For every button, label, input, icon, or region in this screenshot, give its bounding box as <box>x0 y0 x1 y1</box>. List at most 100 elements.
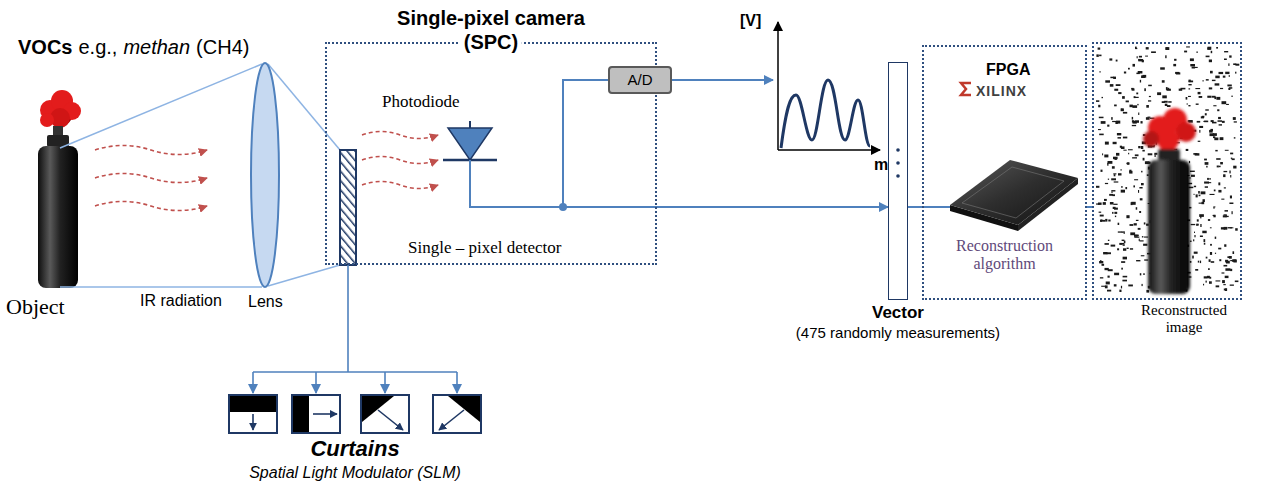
noise-pattern <box>1134 97 1138 98</box>
noise-pattern <box>1133 64 1136 67</box>
noise-pattern <box>1213 207 1214 208</box>
noise-pattern <box>1223 284 1226 285</box>
noise-pattern <box>1106 282 1110 285</box>
noise-pattern <box>1202 202 1205 204</box>
noise-pattern <box>1157 92 1161 95</box>
noise-pattern <box>1098 129 1101 130</box>
vector-title: Vector <box>872 303 924 323</box>
noise-pattern <box>1222 121 1225 123</box>
noise-pattern <box>1118 137 1122 139</box>
converter-box: A/D <box>608 66 672 94</box>
noise-pattern <box>1189 81 1194 83</box>
noise-pattern <box>1146 47 1149 49</box>
brand-logo <box>961 83 971 95</box>
noise-pattern <box>1148 85 1152 87</box>
noise-pattern <box>1230 153 1233 155</box>
noise-pattern <box>1125 187 1127 189</box>
noise-pattern <box>1115 121 1117 124</box>
noise-pattern <box>1136 207 1138 210</box>
noise-pattern <box>1149 96 1151 97</box>
noise-pattern <box>1098 48 1101 50</box>
noise-pattern <box>1099 212 1102 213</box>
noise-pattern <box>1228 88 1230 90</box>
gas-species: methan <box>123 36 190 59</box>
noise-pattern <box>1215 83 1220 85</box>
noise-pattern <box>1142 284 1143 286</box>
noise-pattern <box>1191 224 1196 225</box>
noise-pattern <box>1203 284 1204 286</box>
noise-pattern <box>1140 198 1143 200</box>
noise-pattern <box>1143 244 1147 246</box>
noise-pattern <box>1120 146 1122 148</box>
ir-radiation-arrow <box>362 157 438 164</box>
noise-pattern <box>1137 104 1138 105</box>
noise-pattern <box>1188 96 1191 97</box>
noise-pattern <box>1220 162 1223 164</box>
noise-pattern <box>1128 149 1133 150</box>
noise-pattern <box>1113 204 1117 205</box>
noise-pattern <box>1225 210 1229 212</box>
noise-pattern <box>1162 101 1165 103</box>
noise-pattern <box>1210 227 1212 228</box>
reconstructed-bottle <box>1143 131 1159 147</box>
noise-pattern <box>1115 216 1116 218</box>
noise-pattern <box>1138 113 1139 116</box>
noise-pattern <box>1123 244 1125 245</box>
noise-pattern <box>1225 288 1227 291</box>
noise-pattern <box>1174 59 1176 61</box>
image-box: Reconstructed image <box>1092 42 1242 300</box>
brand-name: XILINX <box>976 83 1027 99</box>
noise-pattern <box>1098 203 1102 205</box>
noise-pattern <box>1232 158 1235 160</box>
noise-pattern <box>1141 171 1142 173</box>
noise-pattern <box>1224 51 1228 52</box>
noise-pattern <box>1199 214 1204 217</box>
noise-pattern <box>1228 63 1229 66</box>
noise-pattern <box>1118 92 1121 94</box>
noise-pattern <box>1187 103 1188 104</box>
signal-wire <box>672 79 773 81</box>
noise-pattern <box>1146 290 1149 293</box>
light-ray <box>60 64 340 287</box>
noise-pattern <box>1192 256 1194 259</box>
noise-pattern <box>1114 284 1117 286</box>
noise-pattern <box>1131 202 1135 205</box>
noise-pattern <box>1100 277 1103 278</box>
vector-dots <box>896 148 900 152</box>
modulator-branch <box>347 265 349 372</box>
noise-pattern <box>1135 154 1139 156</box>
noise-pattern <box>1105 219 1107 222</box>
ir-radiation-arrow <box>362 182 438 189</box>
noise-pattern <box>1168 101 1171 103</box>
noise-pattern <box>1130 248 1133 250</box>
noise-pattern <box>1204 243 1206 245</box>
noise-pattern <box>1196 104 1199 105</box>
noise-pattern <box>1229 171 1230 174</box>
noise-pattern <box>1113 157 1118 160</box>
noise-pattern <box>1220 88 1223 89</box>
signal-connector <box>908 206 922 208</box>
noise-pattern <box>1135 48 1137 49</box>
vector-dots <box>896 161 900 165</box>
noise-pattern <box>1128 153 1129 155</box>
curtain-icon <box>292 395 340 433</box>
noise-pattern <box>1099 134 1104 136</box>
noise-pattern <box>1225 72 1229 74</box>
signal-chart <box>781 80 870 148</box>
noise-pattern <box>1114 174 1116 176</box>
noise-pattern <box>1118 231 1122 232</box>
reconstructed-bottle <box>1176 122 1196 142</box>
noise-pattern <box>1193 239 1194 241</box>
noise-pattern <box>1141 75 1145 78</box>
noise-pattern <box>1204 182 1209 184</box>
noise-pattern <box>1204 239 1206 242</box>
reconstructed-bottle <box>1148 160 1190 294</box>
noise-pattern <box>1235 228 1238 231</box>
noise-pattern <box>1102 97 1104 98</box>
noise-pattern <box>1225 260 1228 263</box>
noise-pattern <box>1138 71 1143 74</box>
noise-pattern <box>1142 236 1144 237</box>
noise-pattern <box>1219 124 1222 125</box>
noise-pattern <box>1217 166 1219 168</box>
noise-pattern <box>1190 58 1194 61</box>
